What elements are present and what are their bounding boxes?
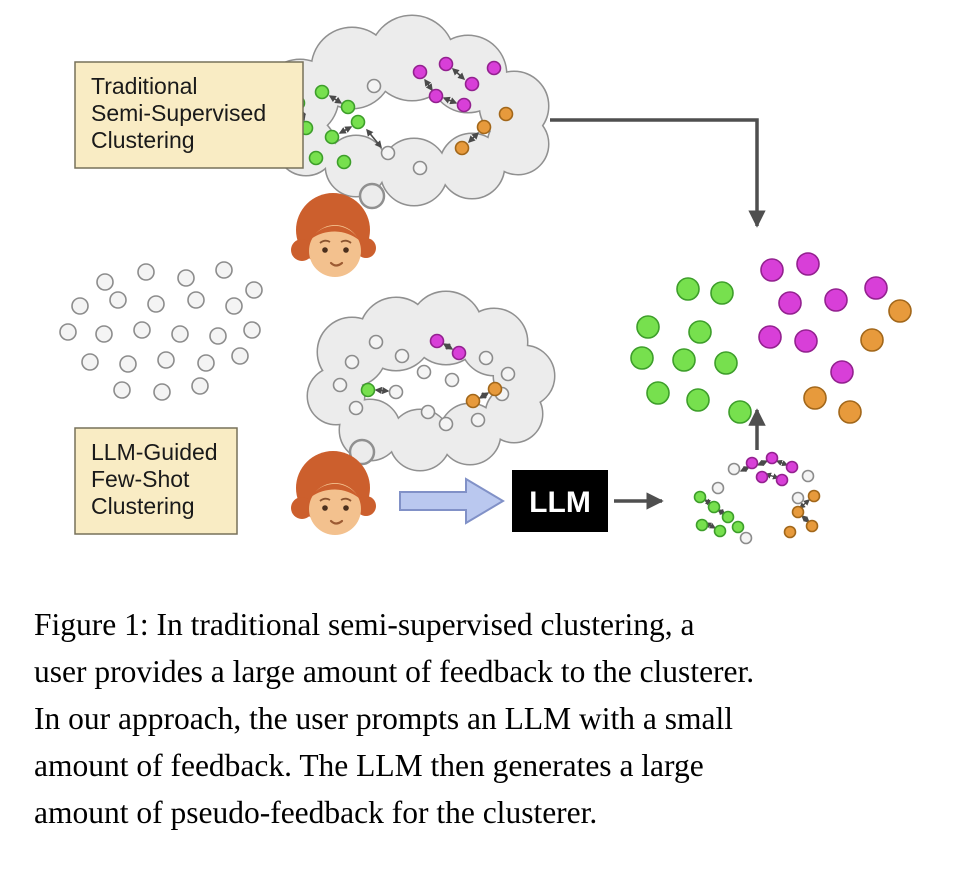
orange-cluster-dots [783,489,821,539]
caption-line: amount of feedback. The LLM then generat… [34,748,704,783]
label-line: Clustering [91,493,195,519]
feedback-graph-traditional [268,56,514,176]
magenta-cluster-dots [429,333,467,361]
clustered-result-scatter [630,252,912,424]
magenta-cluster-dots [745,451,799,487]
label-line: Few-Shot [91,466,190,492]
magenta-cluster-dots [412,56,502,113]
label-line: Clustering [91,127,195,153]
orange-cluster-dots [454,106,514,156]
magenta-cluster-dots [758,252,888,384]
prompt-arrow [399,477,505,525]
green-cluster-dots [693,490,745,538]
figure-caption: Figure 1: In traditional semi-supervised… [0,585,962,836]
caption-line: amount of pseudo-feedback for the cluste… [34,795,598,830]
feedback-graph-llm [332,333,516,432]
llm-box: LLM [512,470,608,532]
neutral-dots [711,462,815,545]
label-line: Traditional [91,73,198,99]
neutral-dots [332,334,516,432]
green-cluster-dots [630,277,752,424]
label-line: Semi-Supervised [91,100,266,126]
caption-line: Figure 1: In traditional semi-supervised… [34,607,695,642]
label-line: LLM-Guided [91,439,218,465]
arrow-cloud-to-result [550,118,766,228]
caption-line: user provides a large amount of feedback… [34,654,755,689]
caption-line: In our approach, the user prompts an LLM… [34,701,733,736]
unclustered-data-scatter [59,261,263,401]
orange-cluster-dots [465,381,503,409]
orange-cluster-dots [803,299,912,424]
feedback-edges [374,342,490,400]
figure-diagram: Traditional Semi-Supervised Clustering [59,14,912,545]
green-cluster-dots [360,382,376,398]
label-box-traditional: Traditional Semi-Supervised Clustering [74,61,304,169]
label-box-llm-guided: LLM-Guided Few-Shot Clustering [74,427,238,535]
llm-box-label: LLM [529,486,591,519]
pseudo-feedback-graph [693,451,821,545]
